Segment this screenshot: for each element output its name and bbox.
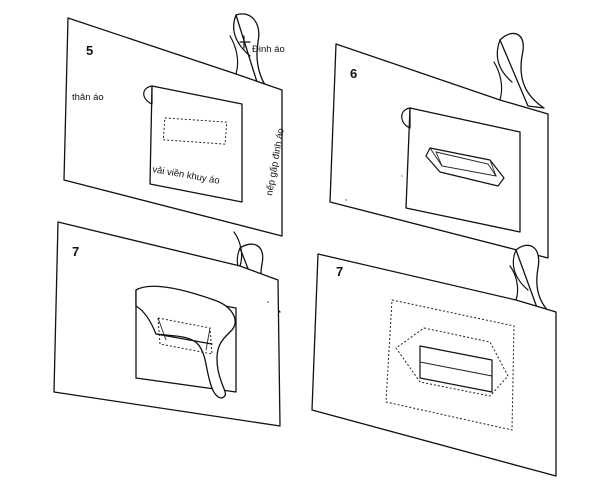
scan-specks bbox=[267, 175, 403, 303]
panel-4-stitch-hexagon bbox=[395, 327, 509, 397]
panel-2-step-number: 6 bbox=[350, 66, 357, 81]
panel-4-buttonhole bbox=[419, 345, 493, 393]
panel-4-facing-outline bbox=[385, 299, 515, 431]
panel-step-5: 5 Đinh áo thân áo vải viền khuy áo nếp g… bbox=[63, 13, 287, 237]
panel-3-step-number: 7 bbox=[72, 244, 79, 259]
panel-1-buttonhole bbox=[162, 117, 228, 145]
panel-4-step-number: 7 bbox=[336, 264, 343, 279]
panel-1-facing bbox=[149, 85, 243, 203]
panel-step-7b: 7 bbox=[311, 244, 557, 477]
panel-step-7a: 7 bbox=[53, 221, 281, 427]
panel-step-6: 6 bbox=[329, 32, 549, 259]
panel-1-label-collar: Đinh áo bbox=[252, 44, 285, 55]
panel-1-label-body: thân áo bbox=[72, 92, 104, 103]
panel-1-step-number: 5 bbox=[86, 43, 93, 58]
panel-3-facing-pulled bbox=[135, 285, 236, 399]
